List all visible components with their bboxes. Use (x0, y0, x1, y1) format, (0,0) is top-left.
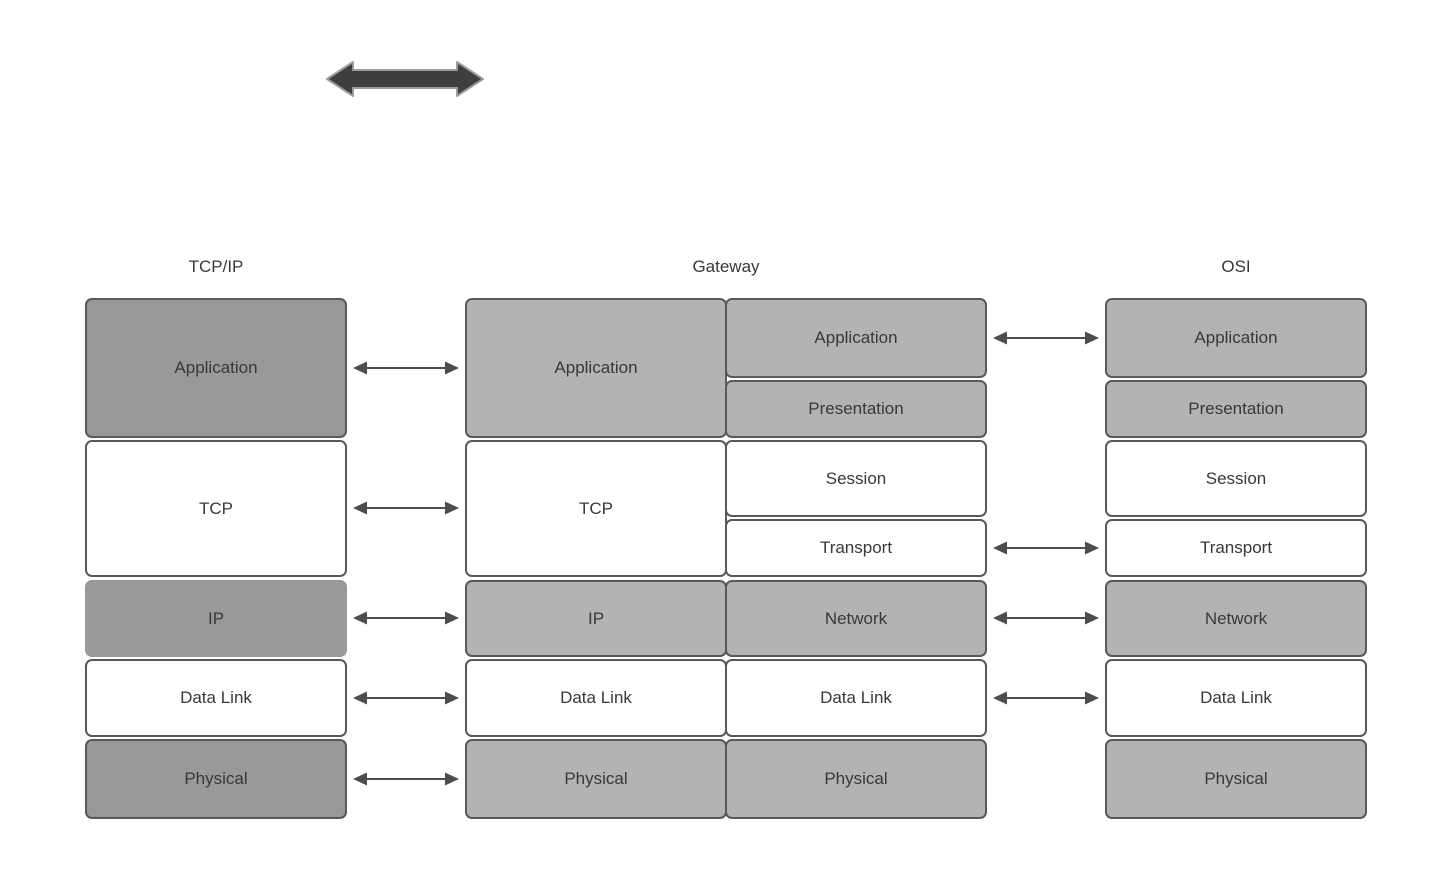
layer-box-osi-physical: Physical (1105, 739, 1367, 819)
connector-gateway-osi-network-icon (993, 611, 1099, 625)
column-header-osi: OSI (1221, 257, 1251, 276)
layer-box-gateway-left-ip: IP (465, 580, 727, 657)
layer-box-gateway-right-session: Session (725, 440, 987, 517)
connector-tcpip-gateway-datalink-icon (353, 691, 459, 705)
double-headed-arrow-icon (326, 61, 484, 97)
connector-gateway-osi-transport-icon (993, 541, 1099, 555)
column-header-gateway: Gateway (692, 257, 760, 276)
layer-box-gateway-right-physical: Physical (725, 739, 987, 819)
layer-box-gateway-right-presentation: Presentation (725, 380, 987, 438)
connector-gateway-osi-datalink-icon (993, 691, 1099, 705)
connector-tcpip-gateway-physical-icon (353, 772, 459, 786)
connector-tcpip-gateway-application-icon (353, 361, 459, 375)
layer-box-tcpip-tcp: TCP (85, 440, 347, 577)
layer-box-tcpip-physical: Physical (85, 739, 347, 819)
layer-box-osi-session: Session (1105, 440, 1367, 517)
layer-box-gateway-right-transport: Transport (725, 519, 987, 577)
layer-box-gateway-right-datalink: Data Link (725, 659, 987, 737)
layer-box-osi-network: Network (1105, 580, 1367, 657)
column-header-tcpip: TCP/IP (188, 257, 244, 276)
layer-box-osi-application: Application (1105, 298, 1367, 378)
connector-tcpip-gateway-tcp-icon (353, 501, 459, 515)
layer-box-gateway-right-application: Application (725, 298, 987, 378)
layer-box-gateway-left-physical: Physical (465, 739, 727, 819)
layer-box-osi-presentation: Presentation (1105, 380, 1367, 438)
layer-box-gateway-left-datalink: Data Link (465, 659, 727, 737)
layer-box-gateway-left-application: Application (465, 298, 727, 438)
connector-tcpip-gateway-ip-icon (353, 611, 459, 625)
layer-box-gateway-right-network: Network (725, 580, 987, 657)
layer-box-osi-datalink: Data Link (1105, 659, 1367, 737)
layer-box-gateway-left-tcp: TCP (465, 440, 727, 577)
connector-gateway-osi-application-icon (993, 331, 1099, 345)
layer-box-tcpip-datalink: Data Link (85, 659, 347, 737)
layer-box-osi-transport: Transport (1105, 519, 1367, 577)
layer-box-tcpip-application: Application (85, 298, 347, 438)
layer-box-tcpip-ip: IP (85, 580, 347, 657)
